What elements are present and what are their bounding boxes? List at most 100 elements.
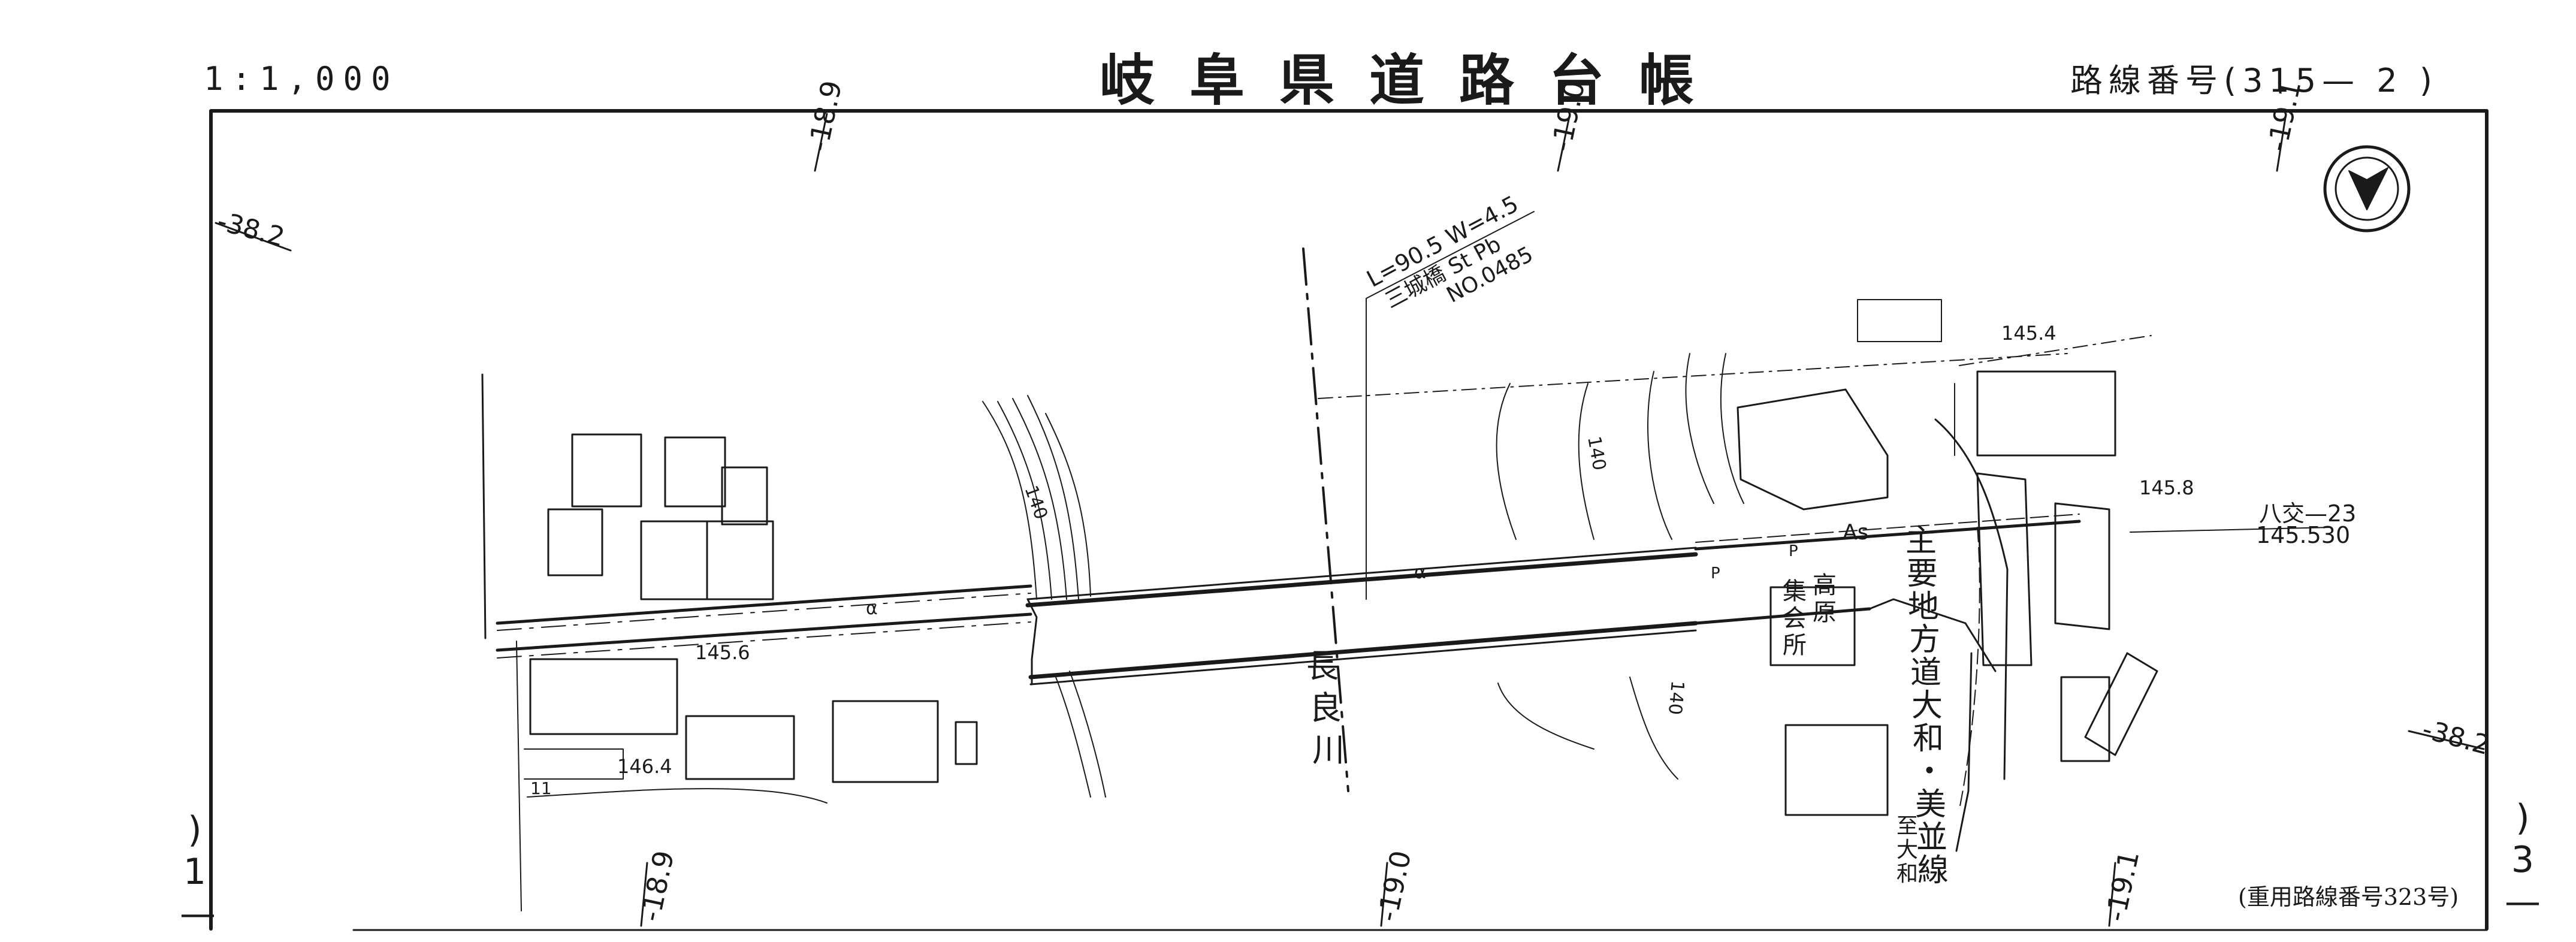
map-line	[997, 401, 1052, 600]
map-label: 大	[1896, 838, 1918, 862]
map-line	[529, 658, 678, 735]
intersection-name: 八交—23	[2259, 500, 2356, 527]
map-line	[497, 593, 1031, 631]
map-label: 美	[1915, 787, 1946, 823]
contour-lines	[1496, 383, 1517, 540]
grid-label: -38.2	[214, 206, 288, 253]
map-label: P	[1789, 542, 1798, 560]
map-line	[1959, 335, 2152, 366]
road-edge-upper-left	[496, 584, 1032, 625]
grid-label: -18.9	[634, 848, 681, 925]
map-line	[1784, 724, 1889, 816]
meeting-hall-label: 集	[1783, 578, 1807, 605]
map-label: P	[1711, 564, 1720, 582]
road-edge-lower-left	[496, 612, 1032, 652]
map-line	[2108, 862, 2116, 927]
map-line	[1629, 677, 1678, 780]
map-line	[527, 788, 828, 804]
spot-elevation: 145.8	[2139, 476, 2194, 499]
map-line	[1054, 674, 1091, 798]
map-line	[1647, 371, 1672, 540]
river-name: 川	[1312, 731, 1345, 769]
cross-road-east-edge	[1934, 418, 2009, 780]
frame-border	[209, 109, 2489, 931]
map-line	[721, 466, 768, 526]
spot-elevation: 145.6	[695, 641, 750, 664]
north-arrow-icon	[2323, 145, 2411, 233]
map-line	[2054, 502, 2110, 630]
contour-label: 140	[1583, 434, 1609, 472]
map-line	[640, 862, 648, 927]
building	[571, 433, 642, 508]
grid-label: -18.9	[802, 78, 848, 155]
map-line	[814, 113, 828, 172]
map-line	[2060, 676, 2110, 762]
map-line	[1069, 671, 1106, 798]
river-name: 良	[1309, 689, 1342, 727]
map-label: 和	[1896, 862, 1918, 886]
map-line	[524, 748, 624, 780]
map-label: 和	[1913, 721, 1944, 757]
river-bank-left	[982, 401, 1037, 600]
grid-label: -19.0	[1371, 848, 1418, 925]
map-line	[1497, 683, 1594, 750]
map-line	[1976, 370, 2116, 457]
map-line	[1012, 398, 1067, 600]
map-label: 道	[1910, 655, 1941, 691]
map-label: 並	[1916, 820, 1947, 856]
map-line	[497, 621, 1031, 659]
map-line	[1026, 598, 1038, 686]
route-number: 路線番号(315— 2 )	[2070, 62, 2438, 99]
map-line	[1685, 353, 1714, 504]
map-label: 所	[1783, 632, 1807, 659]
intersection-elevation: 145.530	[2256, 522, 2350, 548]
map-line	[706, 520, 774, 600]
map-line	[664, 436, 726, 508]
map-label: 原	[1813, 599, 1837, 626]
map-line	[1557, 113, 1571, 172]
map-line	[1029, 629, 1697, 686]
map-line	[1318, 353, 2068, 399]
map-label: 要	[1907, 556, 1938, 592]
spot-elevation: 146.4	[617, 755, 672, 778]
map-line	[1027, 395, 1079, 600]
road-edge-upper-right	[1694, 520, 2081, 551]
map-line	[2130, 527, 2332, 533]
map-label: 地	[1908, 589, 1939, 625]
map-line	[640, 520, 708, 600]
surface-label: As	[1843, 520, 1868, 545]
grid-label: -38.2	[2419, 714, 2493, 761]
map-label: 方	[1909, 622, 1940, 658]
direction-label: 至	[1896, 814, 1918, 838]
map-line	[1769, 586, 1856, 666]
map-line	[2276, 113, 2287, 172]
map-line	[1976, 472, 2033, 666]
river-centerline	[1302, 247, 1349, 792]
left-boundary	[481, 373, 487, 639]
map-line	[1857, 299, 1942, 342]
sheet-marker-right: ) 3 —	[2505, 797, 2541, 923]
map-line	[2335, 156, 2399, 221]
map-label: 線	[1917, 853, 1949, 889]
map-label: 高	[1813, 572, 1837, 599]
map-line	[832, 700, 939, 783]
grid-label: -19.0	[1545, 78, 1591, 155]
map-label: 大	[1911, 688, 1943, 724]
map-label: α	[1414, 562, 1426, 583]
grid-label: -19.1	[2261, 78, 2308, 155]
map-line	[1045, 413, 1091, 597]
map-label: α	[866, 598, 878, 619]
bridge-deck-lower	[1028, 621, 1698, 680]
map-line	[215, 222, 292, 252]
map-label: 会	[1783, 605, 1807, 632]
contour-label: 140	[1020, 483, 1051, 523]
map-line	[1366, 211, 1535, 600]
main-road-name: 主	[1905, 523, 1937, 559]
map-label: ・	[1914, 754, 1945, 790]
map-line	[2408, 730, 2485, 750]
map-scale: 1:1,000	[204, 60, 399, 98]
river-name: 長	[1306, 647, 1339, 685]
map-line	[516, 641, 522, 911]
sheet-marker-left: ) 1 —	[180, 809, 216, 935]
